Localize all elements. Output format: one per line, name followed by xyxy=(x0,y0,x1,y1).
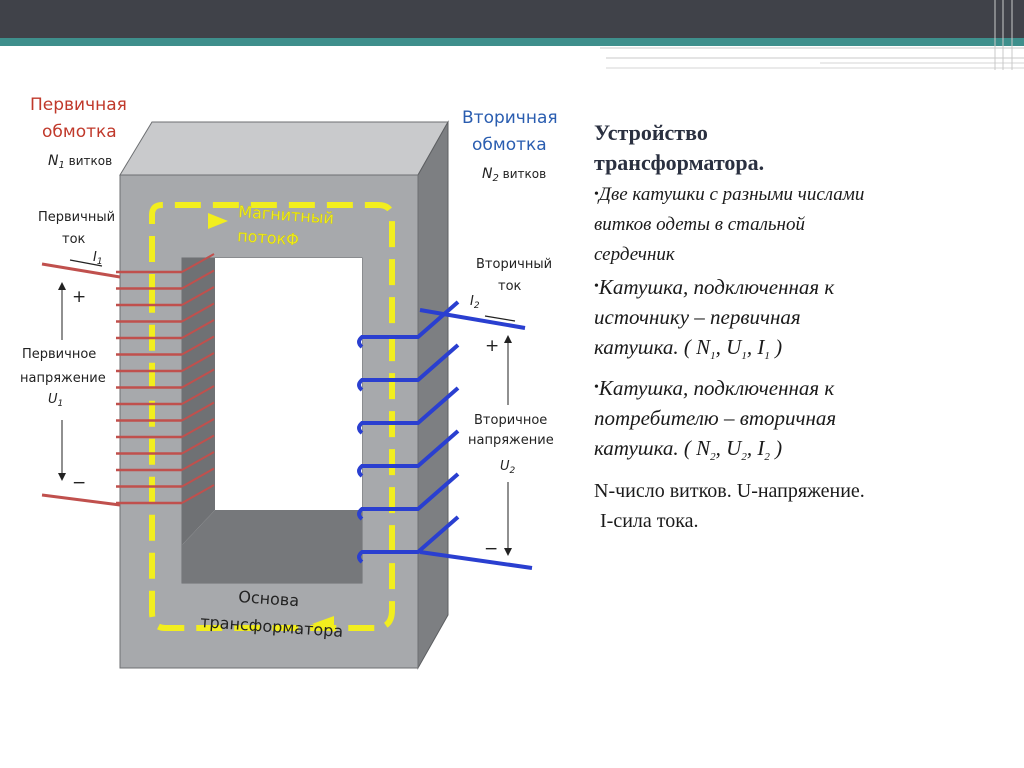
n2-label: N2 витков xyxy=(482,166,546,184)
primary-coil-turn-back xyxy=(181,484,215,504)
primary-voltage-plus: + xyxy=(72,287,86,307)
secondary-voltage-label-line1: Вторичное xyxy=(474,413,547,428)
core-window-back xyxy=(215,258,362,510)
primary-current-arrow xyxy=(69,259,103,267)
bullet-dot: • xyxy=(594,187,599,202)
secondary-coil-turn xyxy=(357,472,460,521)
core-side-face xyxy=(417,120,449,670)
primary-current-label-line2: ток xyxy=(62,232,86,247)
slide-text-panel: Устройство трансформатора. •Две катушки … xyxy=(594,118,1004,536)
primary-coil-turn-back xyxy=(181,335,215,356)
i2-label: I2 xyxy=(470,294,480,311)
flux-arrow-bottom xyxy=(312,616,334,632)
slide-accent-bar xyxy=(0,38,1024,46)
secondary-winding-label-line1: Вторичная xyxy=(462,108,558,128)
secondary-voltage-minus: − xyxy=(484,539,498,559)
primary-voltage-label-line2: напряжение xyxy=(20,371,106,386)
i1-label: I1 xyxy=(93,250,103,267)
primary-lead-top xyxy=(41,262,121,279)
flux-label-line2: потокΦ xyxy=(237,226,300,249)
bullet-3: •Катушка, подключенная к потребителю – в… xyxy=(594,376,837,464)
primary-coil-turn-back xyxy=(181,253,215,273)
secondary-current-label-line1: Вторичный xyxy=(476,257,552,272)
secondary-lead-bottom xyxy=(419,550,533,570)
slide-title-line2: трансформатора. xyxy=(594,150,765,175)
slide-top-bar xyxy=(0,0,1024,38)
primary-coil-turn-back xyxy=(181,302,215,323)
core-window-depth-bottom xyxy=(182,510,362,583)
primary-coil-turn-back xyxy=(181,451,215,471)
n1-label: N1 витков xyxy=(48,153,112,171)
primary-voltage-arrowhead-down xyxy=(58,473,66,481)
slide-title: Устройство трансформатора. xyxy=(594,118,1004,178)
primary-coil-turn-back xyxy=(181,467,215,488)
magnetic-flux-path xyxy=(149,202,395,631)
bullet-2: •Катушка, подключенная к источнику – пер… xyxy=(594,275,835,363)
primary-coil-turn-back xyxy=(181,385,215,405)
primary-voltage-arrowhead-up xyxy=(58,282,66,290)
secondary-winding-coil xyxy=(357,300,460,564)
core-top-face xyxy=(119,121,449,176)
primary-coil-turn-back xyxy=(181,319,215,339)
secondary-voltage-arrowhead-up xyxy=(504,335,512,343)
primary-coil-turn-back xyxy=(181,434,215,455)
secondary-coil-turn xyxy=(357,386,460,435)
secondary-coil-turn xyxy=(357,515,460,564)
primary-coil-turn-back xyxy=(181,352,215,372)
slide-decoration xyxy=(600,0,1024,70)
secondary-lead-top xyxy=(419,308,526,330)
secondary-voltage-arrowhead-down xyxy=(504,548,512,556)
slide-title-line1: Устройство xyxy=(594,120,708,145)
primary-voltage-minus: − xyxy=(72,473,86,493)
secondary-current-arrow xyxy=(484,315,516,322)
u1-label: U1 xyxy=(48,392,63,409)
secondary-coil-turn xyxy=(357,429,460,478)
u2-label: U2 xyxy=(500,459,516,476)
secondary-coil-turn xyxy=(357,300,460,349)
bullet-1: •Две катушки с разными числами витков од… xyxy=(594,184,865,265)
legend-note-line2: I-сила тока. xyxy=(600,510,699,533)
secondary-coil-turn xyxy=(357,343,460,392)
flux-arrow-top xyxy=(208,213,228,229)
primary-winding-coil xyxy=(116,253,215,505)
primary-coil-turn-back xyxy=(181,418,215,438)
bullet-dot: • xyxy=(594,279,599,294)
transformer-diagram: Первичная обмотка N1 витков Вторичная об… xyxy=(20,95,558,670)
primary-coil-turn-back xyxy=(181,269,215,290)
core-label-line1: Основа xyxy=(238,587,300,610)
primary-coil-turn-back xyxy=(181,286,215,306)
legend-note-line1: N-число витков. U-напряжение. xyxy=(594,480,865,503)
primary-lead-bottom xyxy=(41,493,121,507)
secondary-winding-label-line2: обмотка xyxy=(472,135,547,155)
secondary-current-label-line2: ток xyxy=(498,279,522,294)
primary-coil-turn-back xyxy=(181,401,215,422)
secondary-voltage-plus: + xyxy=(485,336,499,356)
primary-current-label-line1: Первичный xyxy=(38,210,115,225)
bullet-dot: • xyxy=(594,380,599,396)
primary-winding-label-line1: Первичная xyxy=(30,95,127,115)
primary-voltage-label-line1: Первичное xyxy=(22,347,96,362)
primary-winding-label-line2: обмотка xyxy=(42,122,117,142)
secondary-voltage-label-line2: напряжение xyxy=(468,433,554,448)
primary-coil-turn-back xyxy=(181,368,215,389)
